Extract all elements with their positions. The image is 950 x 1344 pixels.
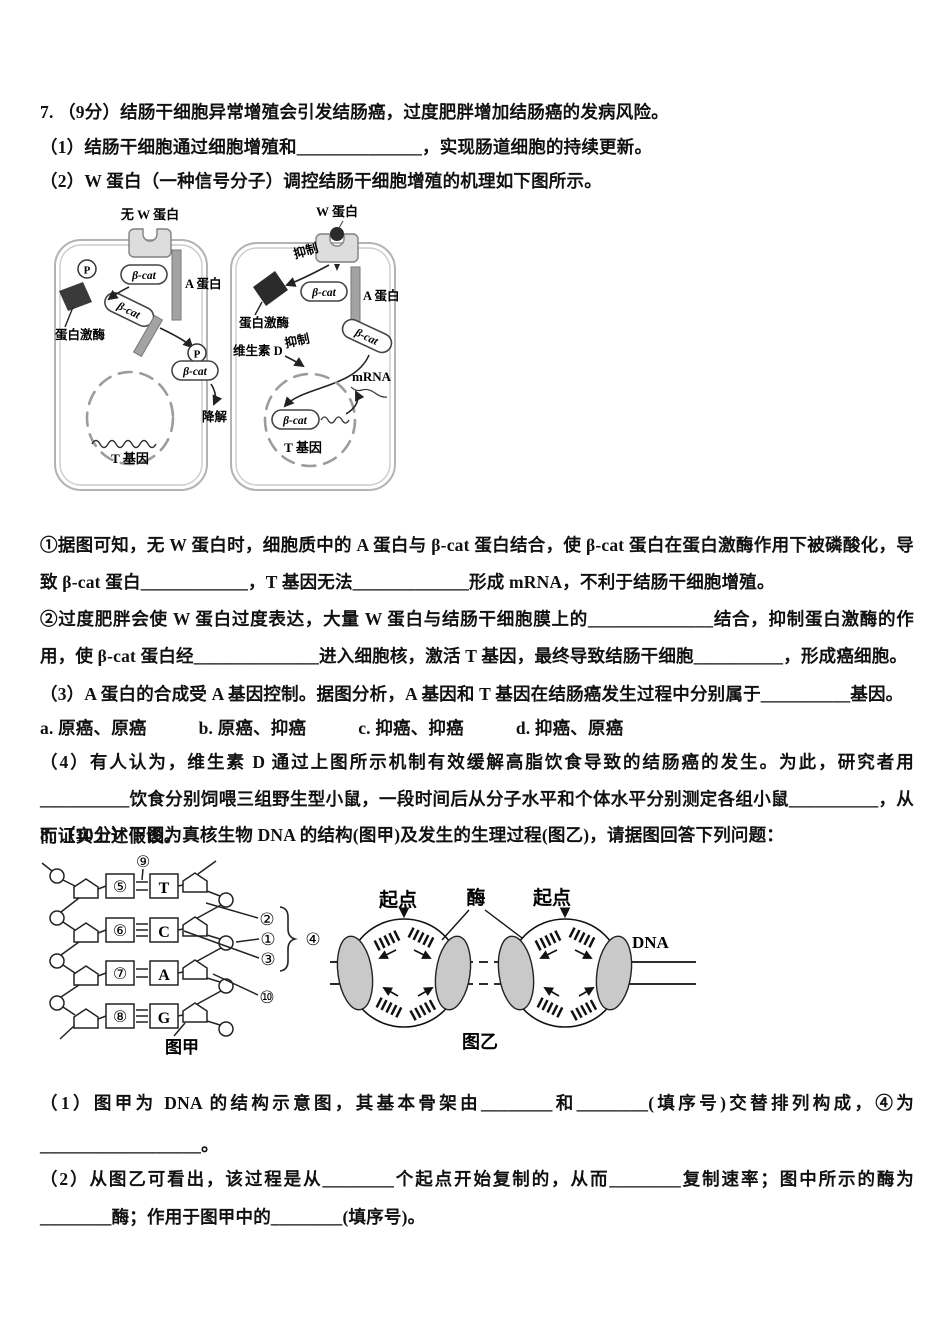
phosphate-label: P: [84, 265, 91, 277]
base-g: G: [158, 1010, 171, 1027]
option-a: a. 原癌、原癌: [40, 718, 147, 738]
label-5: ⑤: [113, 877, 127, 896]
protein-kinase-shape: [59, 282, 92, 311]
label-3: ③: [260, 950, 275, 970]
label-6: ⑥: [113, 921, 127, 940]
a-protein-bar: [171, 249, 182, 321]
beta-cat-label: β-cat: [282, 415, 308, 427]
degradation-label: 降解: [202, 409, 228, 424]
protein-kinase-label: 蛋白激酶: [239, 315, 290, 330]
enzyme-shape: [336, 935, 374, 1011]
nucleus: [263, 372, 357, 468]
base-t: T: [159, 880, 170, 897]
q7-part3: （3）A 蛋白的合成受 A 基因控制。据图分析，A 基因和 T 基因在结肠癌发生…: [40, 684, 904, 704]
dna-label: DNA: [632, 933, 670, 952]
q7-stem: 7. （9分）结肠干细胞异常增殖会引发结肠癌，过度肥胖增加结肠癌的发病风险。: [40, 102, 669, 122]
t-gene-label: T 基因: [284, 440, 322, 455]
beta-cat-label: β-cat: [311, 287, 337, 299]
protein-kinase-shape: [253, 271, 288, 306]
q7-options: a. 原癌、原癌 b. 原癌、抑癌 c. 抑癌、抑癌 d. 抑癌、原癌: [40, 710, 914, 746]
label-4: ④: [305, 930, 320, 950]
base-a: A: [158, 967, 170, 984]
label-2: ②: [259, 910, 274, 930]
option-c: c. 抑癌、抑癌: [358, 718, 464, 738]
enzyme-shape: [595, 935, 633, 1011]
beta-cat-label: β-cat: [131, 270, 157, 282]
enzyme-label: 酶: [466, 886, 485, 909]
w-protein-label: W 蛋白: [316, 204, 358, 219]
label-10: ⑩: [259, 988, 274, 1008]
figure-jia-caption: 图甲: [165, 1038, 199, 1057]
mrna-label: mRNA: [352, 369, 392, 384]
option-d: d. 抑癌、原癌: [515, 718, 624, 738]
q7-part1: （1）结肠干细胞通过细胞增殖和______________，实现肠道细胞的持续更…: [40, 137, 653, 157]
vitamin-d-label: 维生素 D: [233, 343, 283, 358]
w-protein-ball: [330, 227, 344, 241]
nucleus: [85, 370, 175, 466]
q8-part2: （2）从图乙可看出，该过程是从________个起点开始复制的，从而______…: [40, 1169, 914, 1227]
cell-without-w-protein: 无 W 蛋白 β-cat A 蛋白 P β-cat 蛋白激酶 P β-cat 降…: [54, 207, 228, 491]
inhibit-label: 抑制: [292, 240, 320, 261]
label-1: ①: [260, 930, 275, 950]
q7-circle2: ②过度肥胖会使 W 蛋白过度表达，大量 W 蛋白与结肠干细胞膜上的_______…: [40, 609, 914, 666]
membrane-receptor: [315, 233, 359, 263]
protein-kinase-label: 蛋白激酶: [55, 327, 106, 342]
replication-bubble-left: [336, 918, 472, 1028]
label-7: ⑦: [113, 964, 127, 983]
q7-circle1: ①据图可知，无 W 蛋白时，细胞质中的 A 蛋白与 β-cat 蛋白结合，使 β…: [40, 535, 914, 592]
a-protein-label: A 蛋白: [363, 288, 399, 303]
a-protein-label: A 蛋白: [185, 276, 221, 291]
t-gene-dna: [91, 439, 157, 449]
origin-left-label: 起点: [378, 889, 417, 911]
cell-with-w-protein: W 蛋白 抑制 蛋白激酶 β-cat A 蛋白 β-cat 维生素 D 抑制 β…: [230, 204, 399, 491]
q8-stem: 8. （10分）下图为真核生物 DNA 的结构(图甲)及发生的生理过程(图乙)，…: [40, 825, 785, 845]
label-8: ⑧: [113, 1007, 127, 1026]
base-c: C: [158, 924, 170, 941]
option-b: b. 原癌、抑癌: [198, 718, 307, 738]
no-w-protein-label: 无 W 蛋白: [120, 207, 179, 222]
dna-replication-figure-yi: 起点 酶 起点 DNA: [330, 886, 696, 1052]
t-gene-label: T 基因: [111, 451, 149, 466]
dna-structure-figure-jia: ⑨ ⑤ T ⑥ C ⑦ A ⑧ G ② ① ③ ④ ⑩ 图甲: [41, 852, 321, 1057]
beta-cat-label: β-cat: [182, 366, 208, 378]
figure-yi-caption: 图乙: [462, 1032, 498, 1052]
w-protein-signaling-diagram: 无 W 蛋白 β-cat A 蛋白 P β-cat 蛋白激酶 P β-cat 降…: [54, 204, 399, 491]
q7-part4: （4）有人认为，维生素 D 通过上图所示机制有效缓解高脂饮食导致的结肠癌的发生。…: [40, 752, 914, 846]
enzyme-shape: [434, 935, 472, 1011]
origin-right-label: 起点: [532, 887, 571, 909]
q8-part1: （1）图甲为 DNA 的结构示意图，其基本骨架由________和_______…: [40, 1093, 914, 1155]
label-9: ⑨: [136, 852, 150, 871]
inhibit-label: 抑制: [283, 331, 311, 351]
membrane-receptor: [128, 228, 172, 258]
q7-part2: （2）W 蛋白（一种信号分子）调控结肠干细胞增殖的机理如下图所示。: [40, 171, 602, 191]
enzyme-shape: [497, 935, 535, 1011]
replication-bubble-right: [497, 918, 633, 1028]
phosphate-label: P: [194, 349, 201, 361]
